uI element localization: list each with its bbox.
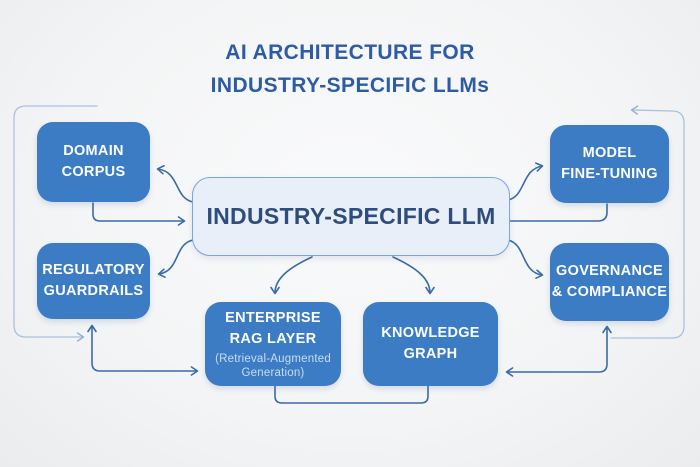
- diagram-title-line1: AI ARCHITECTURE FOR: [225, 41, 475, 64]
- node-label: GOVERNANCE: [556, 263, 663, 279]
- arrow-llm-to-enterprise-rag: [270, 256, 313, 295]
- node-sublabel: Generation): [241, 367, 305, 379]
- arrow-llm-to-governance-compliance: [507, 239, 544, 279]
- feedback-line-right-edge: [610, 105, 685, 339]
- node-label: & COMPLIANCE: [551, 284, 668, 300]
- diagram-title-line2: INDUSTRY-SPECIFIC LLMs: [210, 74, 490, 97]
- line-rag-to-knowledge-graph: [274, 385, 429, 404]
- node-label: KNOWLEDGE: [381, 325, 480, 341]
- arrow-llm-to-knowledge-graph: [392, 256, 435, 295]
- node-label: INDUSTRY-SPECIFIC LLM: [206, 203, 496, 229]
- node-label: ENTERPRISE: [225, 310, 321, 326]
- feedback-line-left-edge: [13, 105, 98, 342]
- node-label: RAG LAYER: [229, 331, 317, 347]
- arrow-knowledge-graph-governance-bidirectional: [505, 325, 612, 377]
- node-label: FINE-TUNING: [561, 166, 658, 182]
- arrow-llm-to-model-fine-tuning: [507, 162, 544, 201]
- diagram-title: AI ARCHITECTURE FOR INDUSTRY-SPECIFIC LL…: [0, 36, 700, 102]
- node-regulatory-guardrails: REGULATORY GUARDRAILS: [37, 243, 150, 319]
- node-label: GRAPH: [403, 346, 458, 362]
- node-label: MODEL: [582, 145, 637, 161]
- arrow-llm-to-regulatory-guardrails: [157, 239, 194, 278]
- node-sublabel: (Retrieval-Augmented: [215, 353, 331, 365]
- node-model-fine-tuning: MODEL FINE-TUNING: [550, 125, 669, 203]
- node-label: CORPUS: [61, 164, 126, 180]
- arrow-domain-corpus-to-llm: [92, 202, 186, 226]
- node-label: DOMAIN: [63, 143, 124, 159]
- arrow-llm-to-domain-corpus: [156, 164, 194, 203]
- node-label: REGULATORY: [42, 262, 145, 278]
- node-domain-corpus: DOMAIN CORPUS: [37, 122, 150, 202]
- node-enterprise-rag-layer: ENTERPRISE RAG LAYER (Retrieval-Augmente…: [205, 302, 341, 386]
- node-governance-compliance: GOVERNANCE & COMPLIANCE: [550, 243, 669, 321]
- node-industry-specific-llm: INDUSTRY-SPECIFIC LLM: [192, 177, 510, 256]
- arrow-regulatory-rag-bidirectional: [87, 324, 199, 376]
- line-llm-to-fine-tuning-bottom: [507, 203, 608, 222]
- node-knowledge-graph: KNOWLEDGE GRAPH: [363, 302, 498, 386]
- node-label: GUARDRAILS: [43, 283, 144, 299]
